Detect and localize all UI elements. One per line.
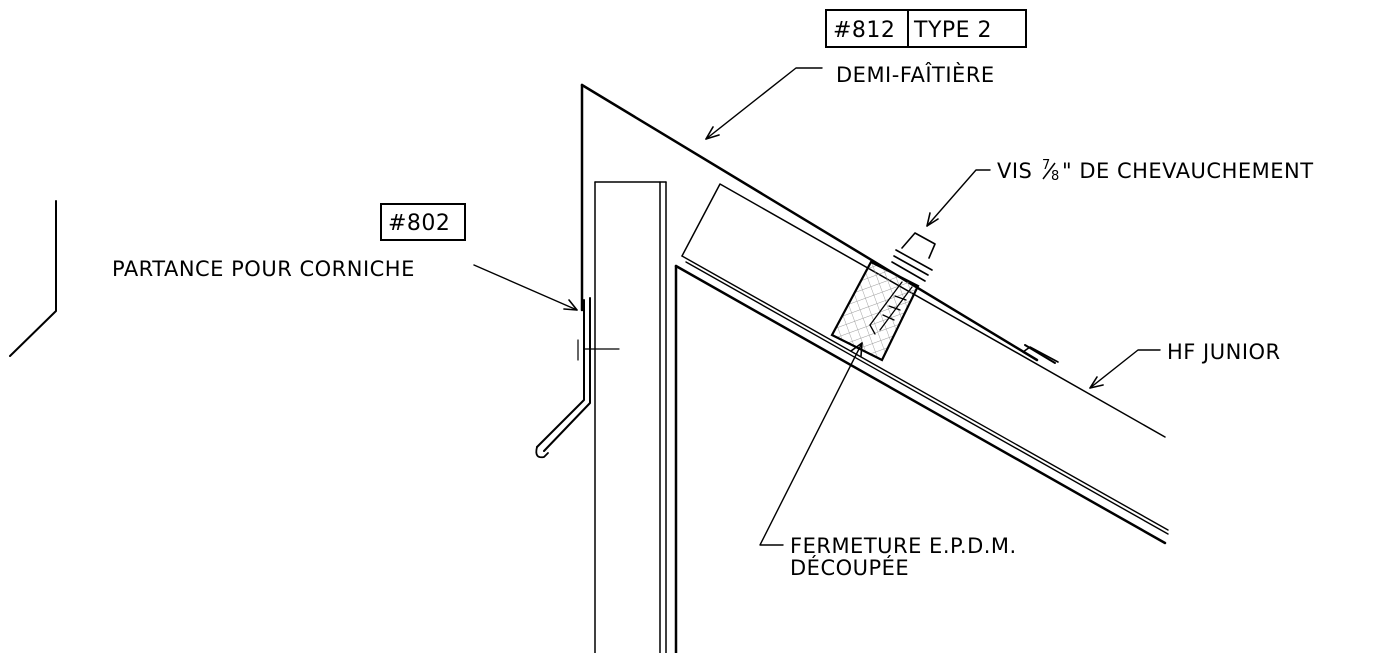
screw-fraction-denominator: 8 [1051,169,1060,184]
closure-label-line1: FERMETURE E.P.D.M. [790,534,1017,558]
half-ridge-flashing [580,83,1059,364]
leader-lines [473,67,1161,546]
ridge-tag: #812 TYPE 2 [825,9,1027,48]
screw-label-prefix: VIS [997,159,1032,183]
eave-starter-flashing [535,297,620,459]
roof-sheathing [674,255,1169,653]
eave-tag-number: #802 [388,211,450,236]
eave-tag: #802 [380,203,466,241]
ridge-tag-number: #812 [833,18,895,43]
ridge-label: DEMI-FAÎTIÈRE [836,62,995,87]
hf-junior-panel [681,183,1166,438]
lap-screw [869,232,936,335]
screw-label-suffix: " DE CHEVAUCHEMENT [1062,159,1314,183]
left-trim-profile [9,200,57,357]
eave-starter-label: PARTANCE POUR CORNICHE [112,257,415,281]
screw-label: VIS 7 8 " DE CHEVAUCHEMENT [997,158,1314,184]
closure-label-line2: DÉCOUPÉE [790,555,909,580]
ridge-tag-type: TYPE 2 [913,18,992,43]
panel-label: HF JUNIOR [1167,340,1281,364]
epdm-closure [830,260,920,362]
wall-framing [594,181,667,653]
screw-fraction-numerator: 7 [1042,158,1051,173]
